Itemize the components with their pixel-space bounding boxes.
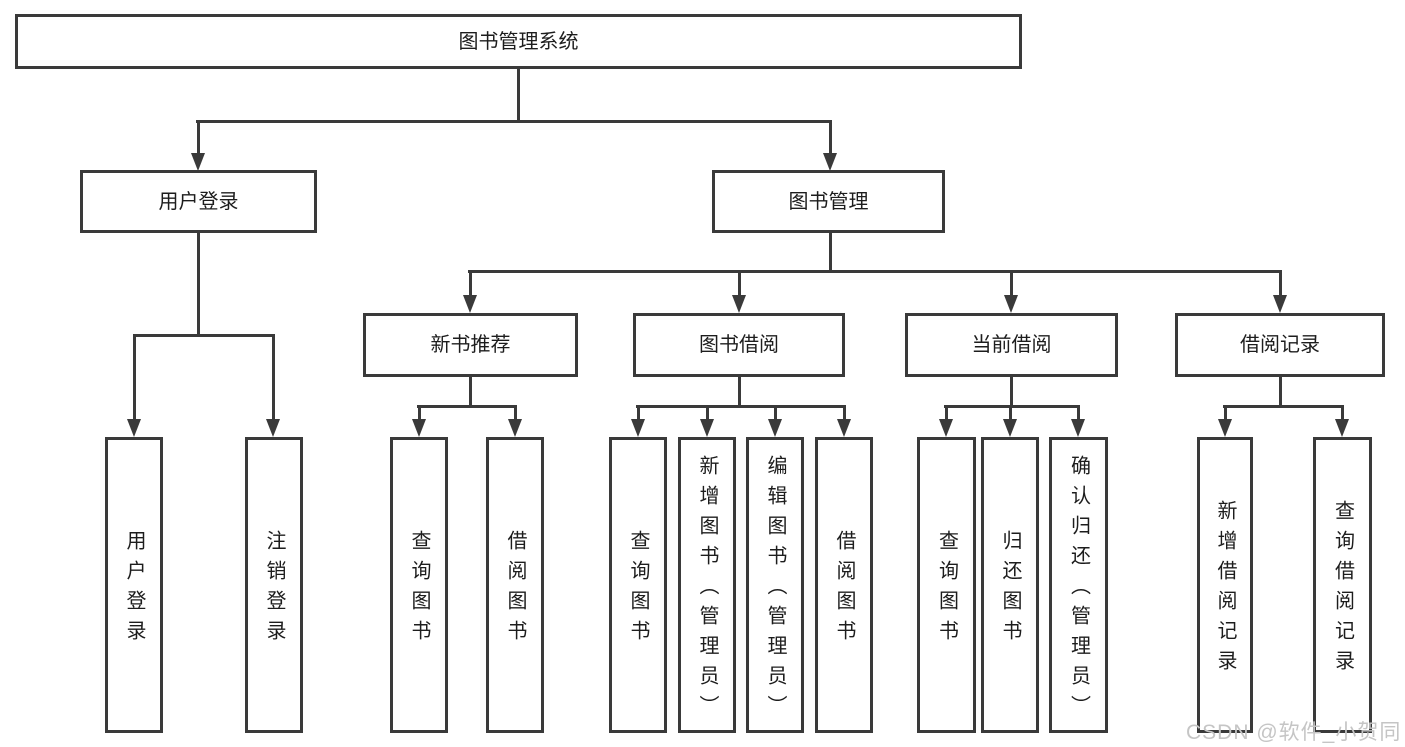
arrowhead-down-icon	[191, 153, 205, 171]
node-book-management: 图书管理	[712, 170, 945, 233]
arrowhead-down-icon	[1004, 295, 1018, 313]
connector-line	[133, 334, 136, 419]
node-borrowing-records: 借阅记录	[1175, 313, 1385, 377]
connector-line	[945, 405, 948, 420]
arrowhead-down-icon	[1003, 419, 1017, 437]
connector-line	[738, 376, 741, 407]
connector-line	[1223, 405, 1344, 408]
arrowhead-down-icon	[1335, 419, 1349, 437]
connector-line	[843, 405, 846, 420]
connector-line	[636, 405, 846, 408]
connector-line	[1279, 270, 1282, 297]
arrowhead-down-icon	[768, 419, 782, 437]
node-book-borrowing: 图书借阅	[633, 313, 845, 377]
leaf-query-borrow-record: 查询借阅记录	[1313, 437, 1372, 733]
arrowhead-down-icon	[463, 295, 477, 313]
connector-line	[1224, 405, 1227, 420]
watermark: CSDN @软件_小贺同学	[1186, 721, 1402, 744]
connector-line	[196, 120, 832, 123]
connector-line	[1279, 376, 1282, 407]
leaf-borrow-books: 借阅图书	[815, 437, 873, 733]
arrowhead-down-icon	[266, 419, 280, 437]
connector-line	[197, 233, 200, 336]
leaf-add-books-admin: 新增图书（管理员）	[678, 437, 736, 733]
leaf-query-books-current: 查询图书	[917, 437, 976, 733]
connector-line	[418, 405, 421, 420]
leaf-logout: 注销登录	[245, 437, 303, 733]
node-new-book-recommendation: 新书推荐	[363, 313, 578, 377]
connector-line	[1341, 405, 1344, 420]
node-current-borrowing: 当前借阅	[905, 313, 1118, 377]
connector-line	[1009, 405, 1012, 420]
leaf-borrow-books-recommend: 借阅图书	[486, 437, 544, 733]
leaf-return-books: 归还图书	[981, 437, 1039, 733]
connector-line	[468, 270, 1282, 273]
arrowhead-down-icon	[412, 419, 426, 437]
connector-line	[417, 405, 517, 408]
arrowhead-down-icon	[631, 419, 645, 437]
arrowhead-down-icon	[1071, 419, 1085, 437]
arrowhead-down-icon	[1273, 295, 1287, 313]
connector-line	[197, 120, 200, 155]
leaf-query-books-borrowing: 查询图书	[609, 437, 667, 733]
connector-line	[469, 270, 472, 297]
arrowhead-down-icon	[837, 419, 851, 437]
leaf-confirm-return-admin: 确认归还（管理员）	[1049, 437, 1108, 733]
node-library-management-system: 图书管理系统	[15, 14, 1022, 69]
connector-line	[706, 405, 709, 420]
connector-line	[469, 376, 472, 407]
arrowhead-down-icon	[1218, 419, 1232, 437]
connector-line	[517, 68, 520, 122]
connector-line	[637, 405, 640, 420]
connector-line	[1010, 270, 1013, 297]
arrowhead-down-icon	[508, 419, 522, 437]
connector-line	[514, 405, 517, 420]
connector-line	[133, 334, 274, 337]
connector-line	[1077, 405, 1080, 420]
connector-line	[1010, 376, 1013, 407]
connector-line	[738, 270, 741, 297]
leaf-add-borrow-record: 新增借阅记录	[1197, 437, 1253, 733]
connector-line	[829, 233, 832, 273]
arrowhead-down-icon	[939, 419, 953, 437]
node-user-login: 用户登录	[80, 170, 317, 233]
connector-line	[829, 120, 832, 155]
leaf-edit-books-admin: 编辑图书（管理员）	[746, 437, 804, 733]
arrowhead-down-icon	[823, 153, 837, 171]
leaf-user-login: 用户登录	[105, 437, 163, 733]
connector-line	[944, 405, 1080, 408]
connector-line	[272, 334, 275, 419]
arrowhead-down-icon	[732, 295, 746, 313]
arrowhead-down-icon	[700, 419, 714, 437]
connector-line	[774, 405, 777, 420]
leaf-query-books-recommend: 查询图书	[390, 437, 448, 733]
arrowhead-down-icon	[127, 419, 141, 437]
